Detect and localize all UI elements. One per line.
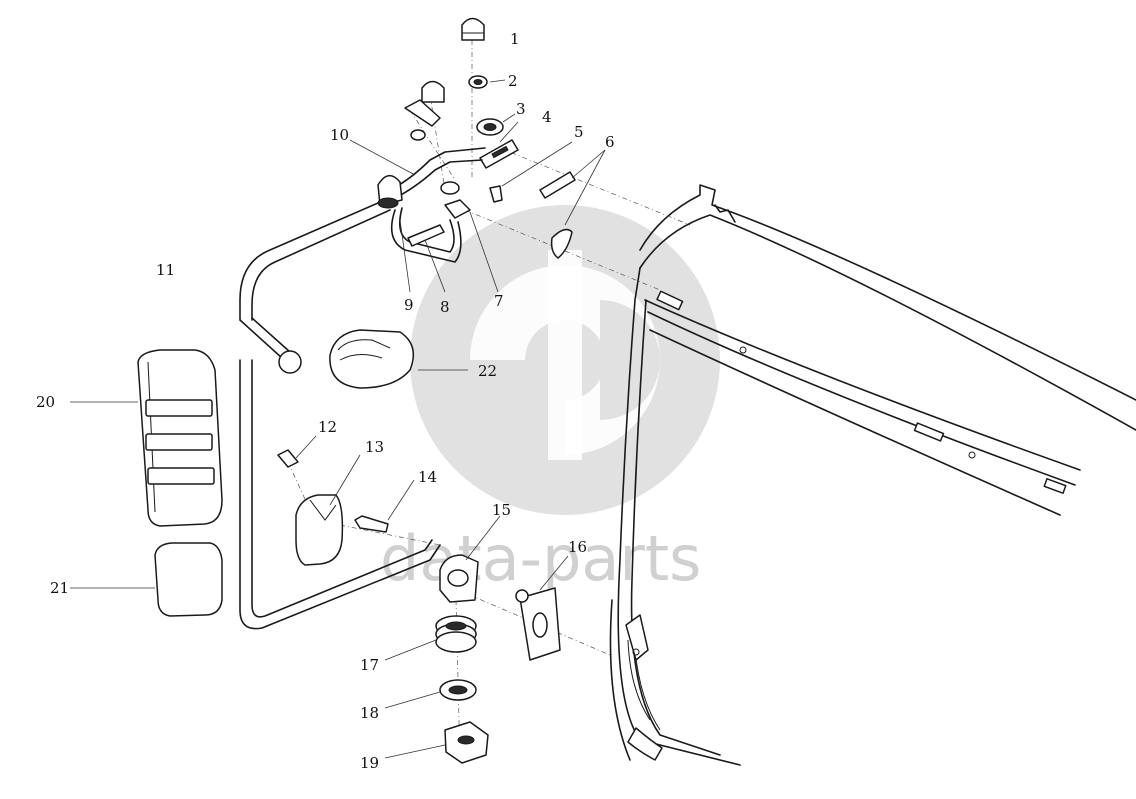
callout-19: 19 [360,754,379,772]
leader-lines [70,79,606,759]
callout-4: 4 [542,108,552,126]
watermark-text: data-parts [380,522,701,595]
callout-1: 1 [510,30,520,48]
callout-6: 6 [605,133,615,151]
callout-9: 9 [404,296,414,314]
callout-18: 18 [360,704,379,722]
part-20-mirror [137,349,223,527]
part-5-screw [489,185,503,203]
callout-11: 11 [156,261,175,279]
part-14-bolt [354,515,389,533]
bolt-upper [404,99,441,127]
u-clamp [390,209,462,263]
part-12-screw [277,449,299,468]
callout-12: 12 [318,418,337,436]
callout-8: 8 [440,298,450,316]
small-washer-left [410,129,426,141]
callout-7: 7 [494,292,504,310]
part-17-spring [435,615,477,653]
callout-22: 22 [478,362,497,380]
callout-3: 3 [516,100,526,118]
part-1-cap-nut [461,17,485,41]
mirror-arm-tube [239,199,441,630]
callout-10: 10 [330,126,349,144]
ball-joint [377,175,403,206]
part-6-plate-b [550,228,573,259]
callout-2: 2 [508,72,518,90]
part-22-cover [329,329,415,389]
part-21-small-mirror [154,542,223,617]
part-6-plate-a [539,171,576,199]
callout-16: 16 [568,538,587,556]
watermark-logo [410,205,720,515]
callout-14: 14 [418,468,437,486]
part-8-bolt [407,224,445,247]
callout-21: 21 [50,579,69,597]
callout-17: 17 [360,656,379,674]
callout-15: 15 [492,501,511,519]
callout-20: 20 [36,393,55,411]
cap-nut-2 [421,80,445,103]
callout-5: 5 [574,123,584,141]
callout-numbers: 1 2 3 4 5 6 7 8 9 10 11 12 13 14 15 16 1… [36,30,615,772]
callout-13: 13 [365,438,384,456]
cab-panel [609,184,1136,766]
